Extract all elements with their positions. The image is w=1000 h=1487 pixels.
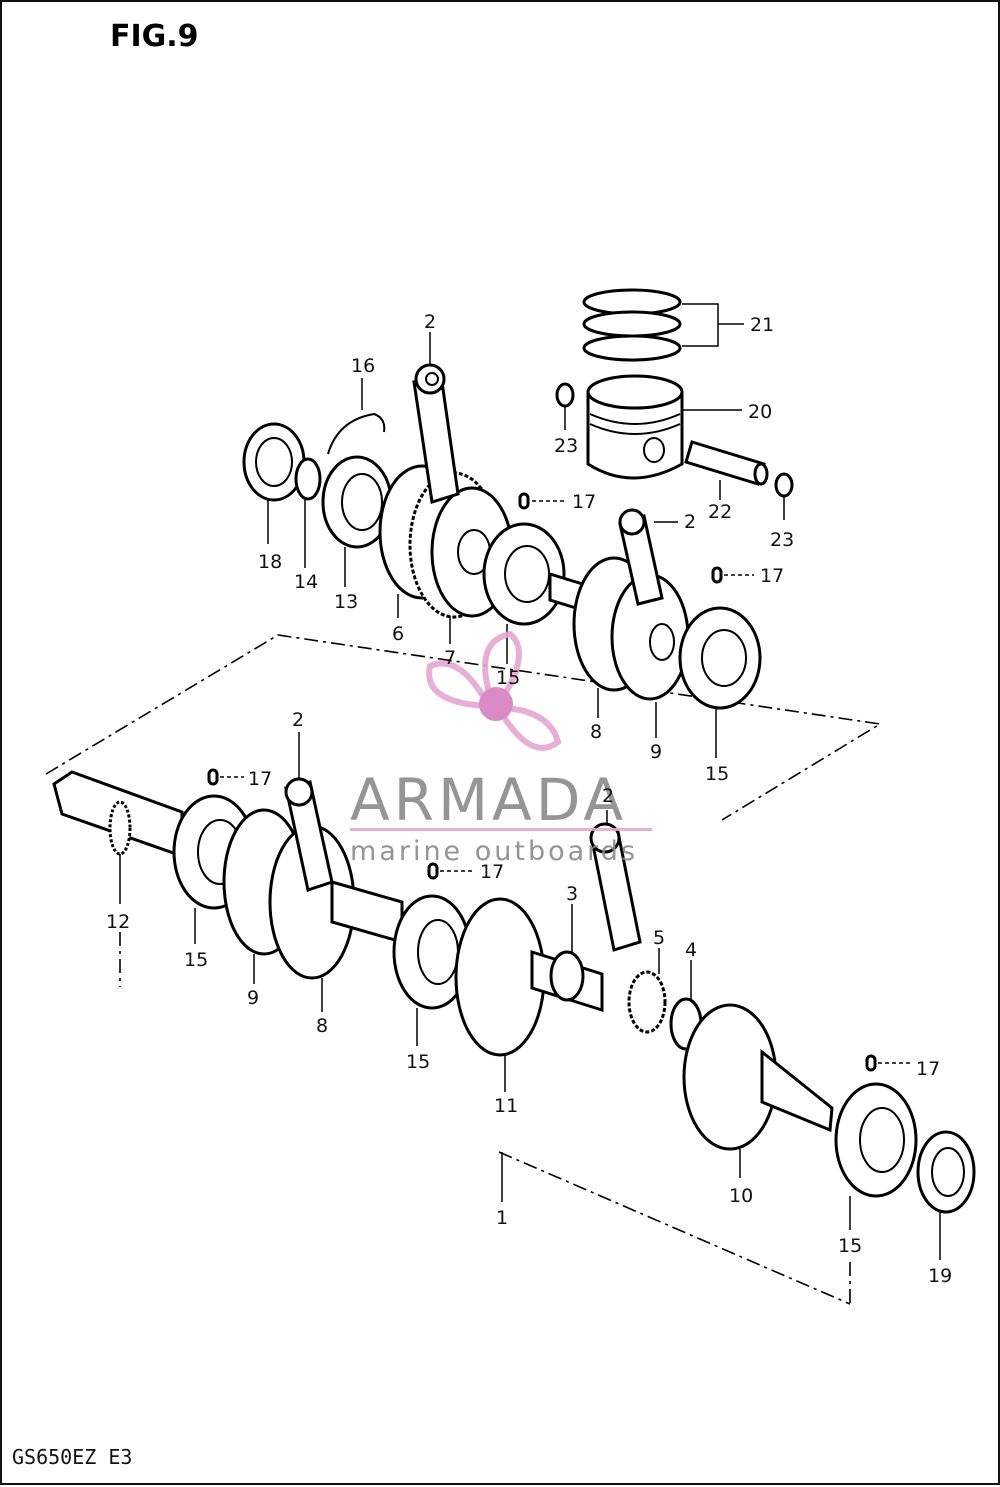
propeller-logo-icon [426, 630, 562, 751]
crank-bearing-right-end [834, 1082, 918, 1230]
crank-bearing-upper-right [678, 606, 762, 758]
callout-15: 15 [406, 1051, 430, 1073]
callout-16: 16 [351, 355, 375, 377]
connecting-rod-2 [618, 508, 678, 606]
callout-15: 15 [184, 949, 208, 971]
callout-7: 7 [444, 647, 456, 669]
armada-watermark: ARMADA marine outboards [350, 630, 652, 867]
watermark-brand: ARMADA [350, 766, 627, 834]
assembly-outline [45, 634, 883, 1305]
connecting-rod-3 [284, 732, 334, 892]
callout-23: 23 [554, 435, 578, 457]
callout-23: 23 [770, 529, 794, 551]
callout-2: 2 [424, 311, 436, 333]
knock-pins [207, 492, 912, 1072]
callout-2: 2 [602, 785, 614, 807]
callout-10: 10 [729, 1185, 753, 1207]
model-code: GS650EZ E3 [12, 1445, 132, 1469]
piston-pin [684, 440, 769, 500]
figure-title: FIG.9 [110, 19, 199, 54]
crankshaft-right-end [682, 1003, 834, 1178]
piston-rings [582, 288, 744, 362]
c-ring [327, 378, 386, 455]
callout-17: 17 [916, 1058, 940, 1080]
piston-pin-circlips [555, 382, 794, 520]
callout-3: 3 [566, 883, 578, 905]
callout-2: 2 [684, 511, 696, 533]
callout-6: 6 [392, 623, 404, 645]
crank-o-ring [294, 457, 322, 568]
connecting-rod-1 [412, 332, 460, 504]
callout-12: 12 [106, 911, 130, 933]
callout-14: 14 [294, 571, 318, 593]
callout-17: 17 [760, 565, 784, 587]
callout-5: 5 [653, 927, 665, 949]
callout-13: 13 [334, 591, 358, 613]
callout-8: 8 [316, 1015, 328, 1037]
callout-17: 17 [572, 491, 596, 513]
callout-2: 2 [292, 709, 304, 731]
callout-15: 15 [496, 667, 520, 689]
callout-15: 15 [838, 1235, 862, 1257]
callout-11: 11 [494, 1095, 518, 1117]
callout-22: 22 [708, 501, 732, 523]
callout-19: 19 [928, 1265, 952, 1287]
callout-8: 8 [590, 721, 602, 743]
callout-17: 17 [248, 768, 272, 790]
crank-oil-seal-right [916, 1130, 976, 1260]
needle-bearing [627, 948, 667, 1034]
callout-21: 21 [750, 314, 774, 336]
crank-bearing-upper-center [482, 522, 566, 664]
watermark-tagline: marine outboards [350, 836, 638, 867]
callout-9: 9 [650, 741, 662, 763]
callout-labels: 21 20 23 23 22 16 2 2 2 2 17 17 17 17 17… [106, 311, 952, 1287]
crank-oil-seal-left [242, 422, 306, 544]
callout-9: 9 [247, 987, 259, 1009]
callout-18: 18 [258, 551, 282, 573]
thrust-washer [549, 904, 585, 1002]
callout-17: 17 [480, 861, 504, 883]
callout-4: 4 [685, 939, 697, 961]
callout-15: 15 [705, 763, 729, 785]
callout-1: 1 [496, 1207, 508, 1229]
crankshaft-upper-right-section [548, 556, 690, 738]
callout-20: 20 [748, 401, 772, 423]
piston [586, 374, 742, 480]
